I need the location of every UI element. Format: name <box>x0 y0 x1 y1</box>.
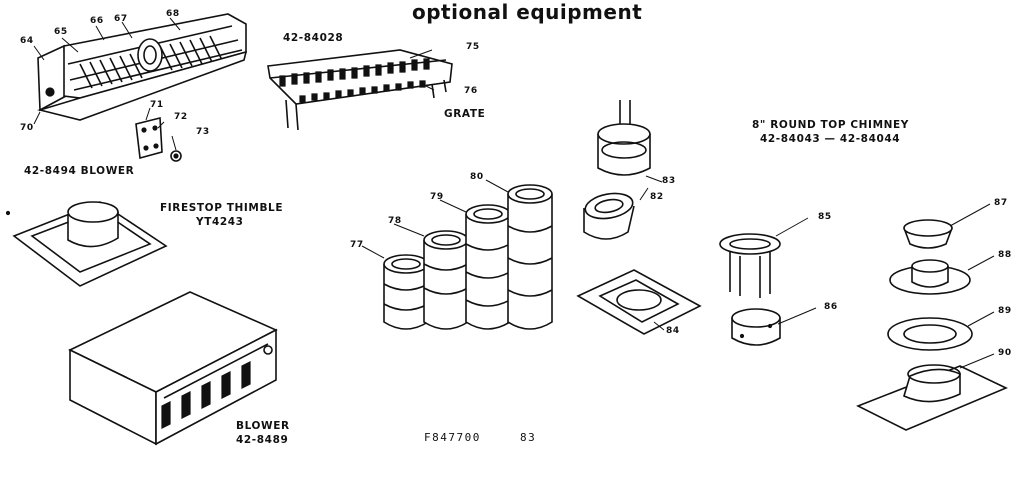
callout-84: 84 <box>666 326 680 336</box>
callout-65: 65 <box>54 27 68 37</box>
firestop-label: FIRESTOP THIMBLE <box>160 202 284 214</box>
blower-large-part-number: 42-8489 <box>236 434 289 446</box>
firestop-thimble-drawing <box>12 201 168 287</box>
callout-75: 75 <box>466 42 480 52</box>
bracket-71 <box>135 116 163 160</box>
firestop-part-number: YT4243 <box>196 216 244 228</box>
part-90-drawing <box>856 364 1008 431</box>
callout-68: 68 <box>166 9 180 19</box>
blower-hatch <box>79 35 223 89</box>
blower-large-drawing <box>68 291 278 446</box>
part-82-drawing <box>583 192 635 240</box>
chimney-label: 8" ROUND TOP CHIMNEY <box>752 119 909 131</box>
part-83-drawing <box>597 100 651 176</box>
grate-drawing <box>267 49 453 131</box>
callout-87: 87 <box>994 198 1008 208</box>
figure-code: F847700 <box>424 431 481 444</box>
callout-89: 89 <box>998 306 1012 316</box>
callout-70: 70 <box>20 123 34 133</box>
callout-83: 83 <box>662 176 676 186</box>
callout-67: 67 <box>114 14 128 24</box>
grate-label: GRATE <box>444 108 486 120</box>
callout-88: 88 <box>998 250 1012 260</box>
blower-small-assembly <box>36 13 248 121</box>
callout-86: 86 <box>824 302 838 312</box>
callout-77: 77 <box>350 240 364 250</box>
page-number: 83 <box>520 431 537 444</box>
callout-72: 72 <box>174 112 188 122</box>
callout-85: 85 <box>818 212 832 222</box>
part-89-drawing <box>887 317 973 351</box>
chimney-pipes <box>383 184 553 330</box>
callout-66: 66 <box>90 16 104 26</box>
part-84-drawing <box>576 269 702 335</box>
part-88-drawing <box>889 259 971 295</box>
grate-slots <box>279 58 430 103</box>
callout-79: 79 <box>430 192 444 202</box>
callout-78: 78 <box>388 216 402 226</box>
callout-64: 64 <box>20 36 34 46</box>
callout-90: 90 <box>998 348 1012 358</box>
part-86-drawing <box>731 308 781 346</box>
grommet-73 <box>170 150 182 162</box>
callout-71: 71 <box>150 100 164 110</box>
grate-part-number: 42-84028 <box>283 32 344 44</box>
chimney-part-numbers: 42-84043 — 42-84044 <box>760 133 901 145</box>
callout-76: 76 <box>464 86 478 96</box>
blower-vents <box>161 361 251 429</box>
callout-73: 73 <box>196 127 210 137</box>
blower-small-label: 42-8494 BLOWER <box>24 165 135 177</box>
part-87-drawing <box>903 219 953 249</box>
blower-large-label: BLOWER <box>236 420 290 432</box>
callout-82: 82 <box>650 192 664 202</box>
callout-80: 80 <box>470 172 484 182</box>
part-85-drawing <box>719 233 781 298</box>
page-title: optional equipment <box>412 0 643 24</box>
